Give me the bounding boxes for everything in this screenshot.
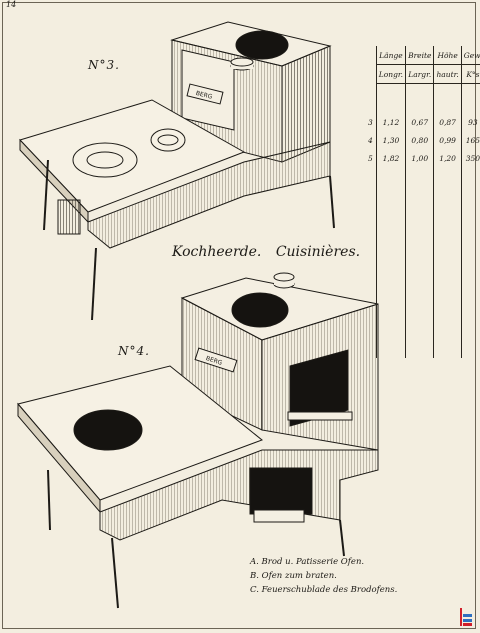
stove4-hotplate [73, 409, 143, 451]
title-german: Kochheerde. [172, 244, 262, 260]
dimension-table: Länge Breite Höhe Gew. Longr. Largr. hau… [366, 46, 480, 358]
legend-item: A. Brod u. Patisserie Ofen. [250, 557, 365, 567]
col-subheader: hautr. [433, 64, 462, 84]
legend: A. Brod u. Patisserie Ofen. B. Ofen zum … [250, 555, 397, 597]
stove3-leg [329, 175, 335, 229]
stove4-oven-door [289, 349, 349, 427]
figure-label-no4: N°4. [118, 344, 150, 358]
badges: BERG BERG [186, 83, 238, 373]
color-reference-icon [460, 608, 472, 626]
stove3-hotplate-large [72, 142, 138, 178]
col-header: Höhe [433, 46, 462, 65]
stove3-leg [91, 247, 97, 321]
stove4-leg [111, 537, 119, 609]
stove3-leg [43, 159, 49, 231]
col-header: Breite [405, 46, 434, 65]
col-subheader: K°s [460, 64, 480, 84]
table-row: 5 1,82 1,00 1,20 350 [366, 149, 480, 168]
stove4-door-shelf [287, 411, 353, 421]
stove-no4 [17, 272, 379, 609]
figure-label-no3: N°3. [88, 58, 120, 72]
stove3-badge-text: BERG [195, 90, 213, 101]
legend-item: C. Feuerschublade des Brodofens. [250, 585, 398, 595]
stove4-leg [339, 519, 345, 557]
legend-item: B. Ofen zum braten. [250, 571, 337, 581]
col-subheader: Longr. [375, 64, 406, 84]
table-row: 3 1,12 0,67 0,87 93 [366, 113, 480, 132]
stove3-drawer [57, 199, 81, 235]
table-row: 4 1,30 0,80 0,99 165 [366, 131, 480, 150]
stove3-hotplate-small [150, 128, 186, 152]
col-subheader: Largr. [405, 64, 434, 84]
col-header: Gew. [460, 46, 480, 65]
col-header: Länge [375, 46, 406, 65]
stove3-body-front [87, 141, 331, 249]
page-number: 14 [6, 0, 17, 9]
page-title: Kochheerde. Cuisinières. [172, 244, 370, 260]
stove4-oven-hole [231, 292, 289, 328]
stove4-leg [47, 469, 51, 531]
stove4-fire-drawer [249, 467, 313, 515]
stove4-badge-text: BERG [205, 355, 223, 367]
stove-no3 [19, 21, 335, 321]
stove3-oven-hole [235, 30, 289, 60]
title-french: Cuisinières. [275, 244, 361, 260]
